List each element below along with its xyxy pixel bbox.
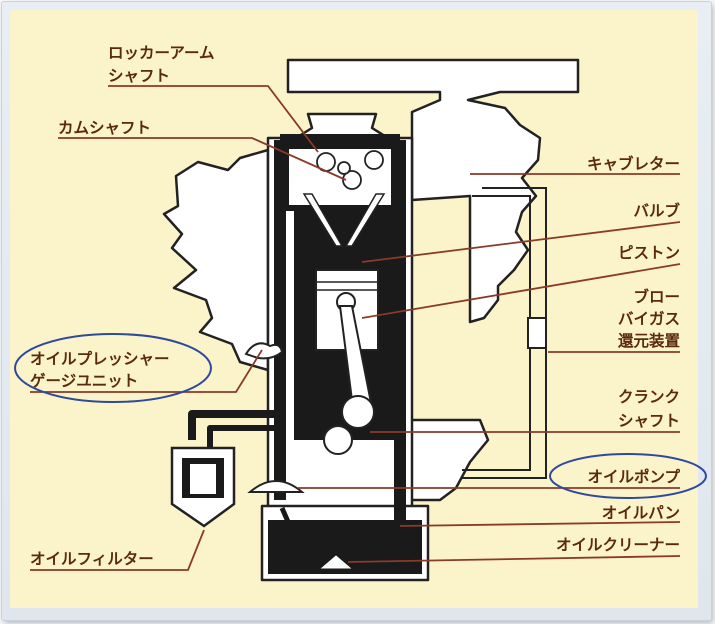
- leader-lines: [30, 85, 681, 571]
- valve-right: [344, 193, 386, 247]
- label-blowby-line2: バイガス: [618, 310, 680, 328]
- oil-pressure-unit-shape: [244, 342, 284, 360]
- leader-piston: [361, 263, 681, 319]
- highlight-oil-pressure-gauge-unit: [14, 333, 212, 403]
- combustion-chamber: [300, 250, 390, 260]
- label-blowby-line3: 還元装置: [618, 331, 680, 350]
- leader-oil-pressure: [30, 349, 263, 393]
- label-rocker-arm-shaft-line2: シャフト: [108, 67, 170, 85]
- leader-rocker-arm-shaft: [108, 85, 319, 153]
- label-oil-pump: オイルポンプ: [587, 467, 680, 486]
- leader-oil-filter: [30, 529, 205, 571]
- crankshaft-main: [323, 425, 353, 455]
- oil-filter-shape: [170, 446, 236, 528]
- cylinder-assembly: [294, 150, 394, 455]
- label-rocker-arm-shaft-line1: ロッカーアーム: [108, 44, 215, 62]
- leader-valve: [361, 221, 681, 263]
- valve-left: [302, 193, 344, 247]
- label-crankshaft-line1: クランク: [618, 388, 680, 406]
- label-blowby-line1: ブロー: [633, 287, 680, 306]
- label-oil-pressure-gauge-unit-line2: ゲージユニット: [30, 371, 138, 390]
- blowby-pipe: [462, 187, 547, 479]
- label-oil-pressure-gauge-unit-line1: オイルプレッシャー: [30, 349, 170, 368]
- oil-pump-shape: [247, 480, 305, 493]
- label-crankshaft-line2: シャフト: [618, 412, 680, 430]
- leader-oil-pan: [399, 521, 681, 527]
- highlight-oil-pump: [549, 453, 707, 499]
- label-valve: バルブ: [633, 201, 680, 220]
- engine-block-left: [162, 148, 270, 372]
- cam-lobe-3: [364, 150, 384, 170]
- oil-cleaner-shape: [320, 555, 352, 569]
- label-oil-filter: オイルフィルター: [30, 550, 154, 568]
- rocker-shaft: [337, 161, 351, 175]
- cam-lobe-2: [342, 170, 362, 190]
- label-oil-cleaner: オイルクリーナー: [556, 536, 680, 554]
- label-carburetor: キャブレター: [587, 154, 680, 173]
- leader-camshaft: [58, 137, 347, 181]
- leader-oil-cleaner: [347, 555, 681, 563]
- labels: ロッカーアーム シャフト カムシャフト キャブレター バルブ ピストン ブロー …: [30, 44, 680, 568]
- label-oil-pan: オイルパン: [602, 504, 680, 522]
- crank-journal: [341, 395, 375, 429]
- label-camshaft: カムシャフト: [58, 119, 151, 137]
- label-piston: ピストン: [618, 244, 680, 262]
